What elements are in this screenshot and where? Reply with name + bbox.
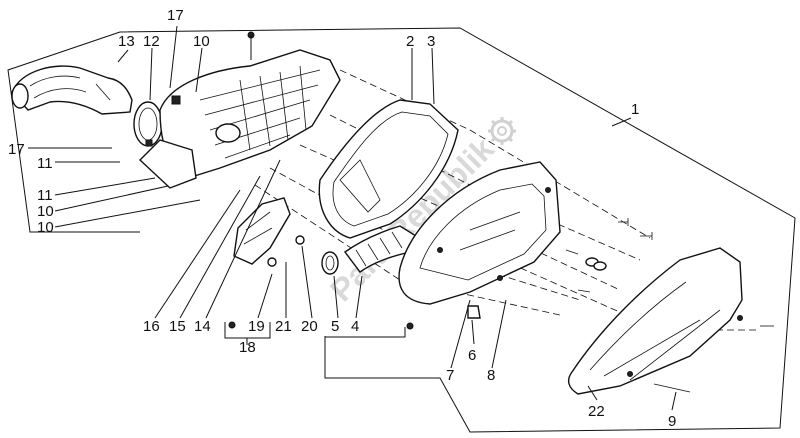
label-1: 1: [631, 101, 639, 118]
label-10-mid: 10: [37, 203, 54, 220]
label-21: 21: [275, 318, 292, 335]
label-11-lower: 11: [37, 187, 53, 204]
label-16: 16: [143, 318, 160, 335]
label-12: 12: [143, 33, 160, 50]
label-10-top: 10: [193, 33, 210, 50]
assembly-group-outline: [119, 27, 796, 433]
gear-icon: [488, 117, 516, 145]
label-15: 15: [169, 318, 186, 335]
bracket-5-4: [325, 327, 406, 338]
part-12-clamp: [133, 101, 163, 147]
label-14: 14: [194, 318, 211, 335]
leader-lines: [28, 25, 677, 411]
dot-marker-16: [228, 321, 236, 329]
part-13-intake-duct: [11, 65, 133, 115]
label-19: 19: [248, 318, 265, 335]
label-4: 4: [351, 318, 359, 335]
label-17-top: 17: [167, 7, 184, 24]
label-17-left: 17: [8, 141, 25, 158]
label-9: 9: [668, 413, 676, 430]
part-22-outer-cover: [567, 247, 743, 395]
label-22: 22: [588, 403, 605, 420]
left-group-outline: [7, 31, 140, 233]
part-2-3-filter-gasket: [318, 99, 459, 239]
part-10-air-box: [138, 49, 341, 189]
label-2: 2: [406, 33, 414, 50]
label-3: 3: [427, 33, 435, 50]
label-7: 7: [446, 367, 454, 384]
bracket-18: [224, 322, 271, 345]
label-5: 5: [331, 318, 339, 335]
label-20: 20: [301, 318, 318, 335]
label-10-low: 10: [37, 219, 54, 236]
label-13: 13: [118, 33, 135, 50]
part-21-bracket: [233, 197, 305, 267]
label-11-upper: 11: [37, 155, 53, 172]
fasteners: [467, 218, 774, 393]
part-filter-housing: [398, 161, 561, 305]
dot-marker-4: [406, 322, 414, 330]
label-8: 8: [487, 367, 495, 384]
label-6: 6: [468, 347, 476, 364]
label-18: 18: [239, 339, 256, 356]
